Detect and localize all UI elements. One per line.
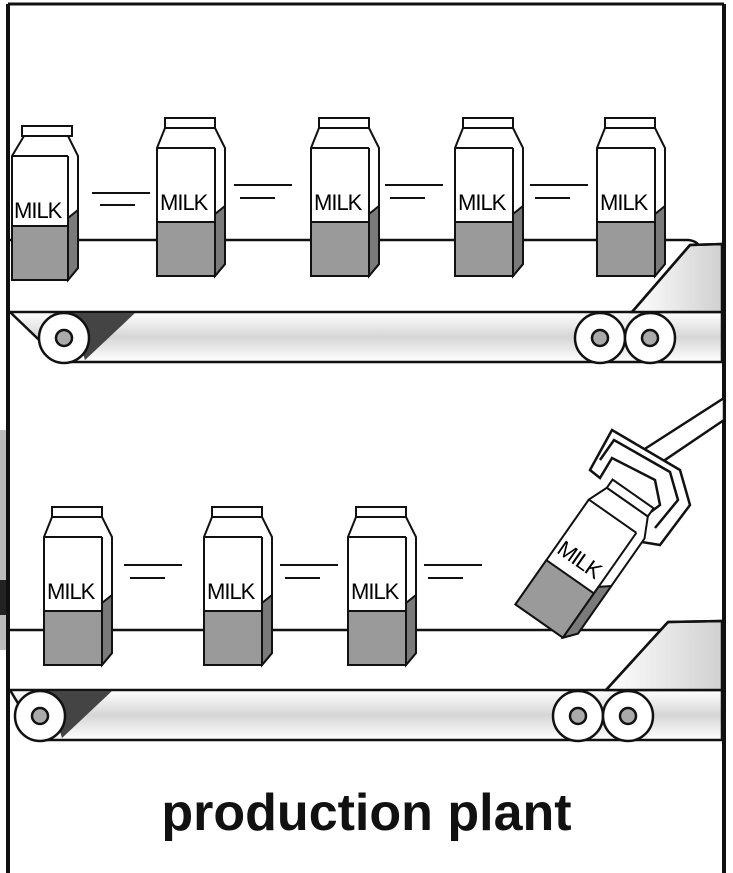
motion-lines bbox=[92, 184, 588, 206]
milk-carton: MILK bbox=[156, 117, 226, 279]
carton-label: MILK bbox=[351, 579, 400, 604]
roller bbox=[601, 689, 655, 743]
milk-carton: MILK bbox=[11, 125, 79, 283]
carton-label: MILK bbox=[458, 190, 507, 215]
carton-label: MILK bbox=[160, 190, 209, 215]
milk-carton: MILK bbox=[43, 506, 113, 668]
roller bbox=[623, 311, 677, 365]
milk-carton: MILK bbox=[203, 506, 273, 668]
carton-label: MILK bbox=[314, 190, 363, 215]
milk-carton: MILK bbox=[454, 117, 524, 279]
milk-carton: MILK bbox=[310, 117, 380, 279]
bottom-conveyor bbox=[7, 619, 724, 743]
roller bbox=[37, 311, 91, 365]
robot-arm bbox=[588, 395, 726, 547]
milk-carton: MILK bbox=[596, 117, 666, 279]
milk-carton: MILK bbox=[347, 506, 417, 668]
carton-label: MILK bbox=[14, 198, 63, 223]
roller bbox=[551, 689, 605, 743]
roller bbox=[13, 689, 67, 743]
caption-title: production plant bbox=[161, 784, 572, 842]
carton-label: MILK bbox=[207, 579, 256, 604]
milk-carton-lifted: MILK bbox=[514, 478, 655, 640]
motion-lines bbox=[124, 564, 482, 579]
carton-label: MILK bbox=[47, 579, 96, 604]
carton-label: MILK bbox=[600, 190, 649, 215]
top-conveyor bbox=[6, 238, 724, 365]
roller bbox=[573, 311, 627, 365]
